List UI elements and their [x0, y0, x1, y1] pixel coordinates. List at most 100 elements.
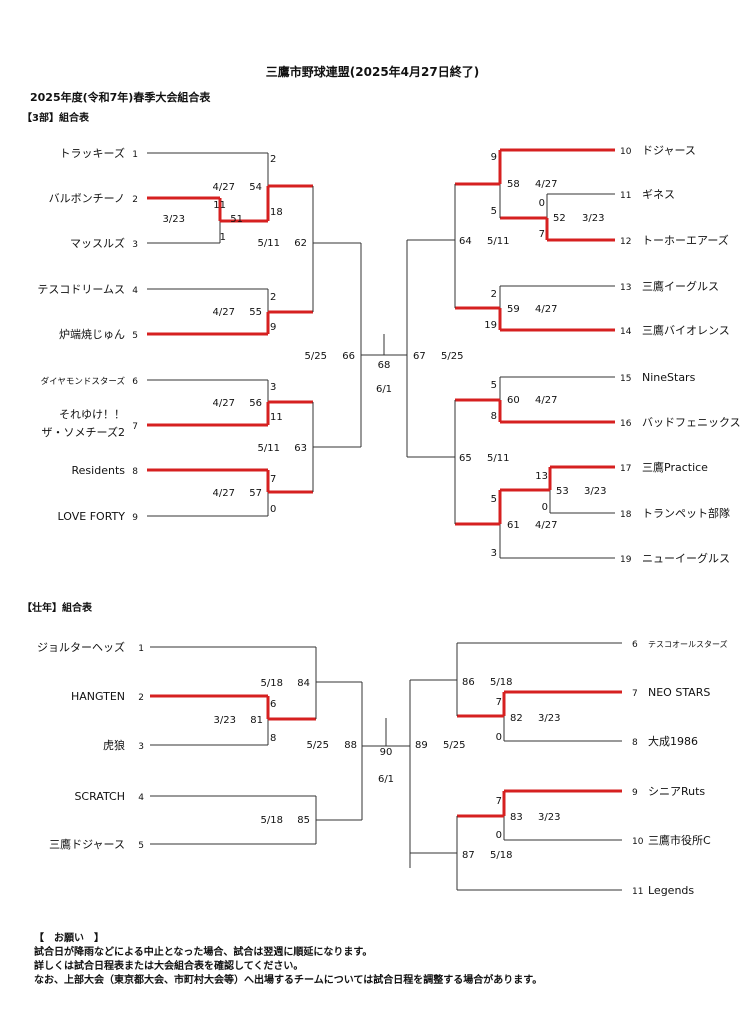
team-number: 15	[620, 374, 631, 384]
team-number: 16	[620, 419, 632, 429]
game-date: 5/18	[261, 815, 283, 826]
score: 11	[213, 200, 226, 211]
score: 2	[270, 292, 276, 303]
team-name: ドジャース	[642, 144, 696, 157]
team-number: 12	[620, 237, 631, 247]
game-number: 82	[510, 713, 523, 724]
section2-label: 【壮年】組合表	[22, 603, 92, 614]
team-number: 13	[620, 283, 631, 293]
game-number: 52	[553, 213, 566, 224]
game-number: 88	[344, 740, 357, 751]
page-subtitle: 2025年度(令和7年)春季大会組合表	[30, 91, 211, 104]
score: 1	[220, 232, 226, 243]
game-number: 66	[342, 351, 355, 362]
game-number: 84	[297, 678, 310, 689]
score: 9	[491, 152, 497, 163]
team-name: 炉端焼じゅん	[59, 328, 125, 341]
game-date: 3/23	[584, 486, 606, 497]
team-number: 8	[632, 738, 638, 748]
game-number: 87	[462, 850, 475, 861]
team-name: テスコオールスターズ	[648, 639, 728, 649]
game-number: 64	[459, 236, 472, 247]
game-number: 89	[415, 740, 428, 751]
team-name: 三鷹Practice	[642, 460, 708, 474]
team-number: 9	[132, 513, 138, 523]
game-date: 5/18	[490, 677, 512, 688]
team-name: バッドフェニックス	[642, 416, 741, 429]
team-number: 2	[132, 195, 138, 205]
game-number: 54	[249, 182, 262, 193]
team-name: LOVE FORTY	[58, 510, 126, 523]
team-number: 6	[132, 377, 138, 387]
team-number: 14	[620, 327, 632, 337]
game-number: 63	[294, 443, 307, 454]
game-date: 5/11	[487, 453, 509, 464]
team-number: 2	[138, 693, 144, 703]
team-number: 18	[620, 510, 632, 520]
game-number: 56	[249, 398, 262, 409]
team-name: Legends	[648, 884, 694, 897]
score: 5	[491, 380, 497, 391]
score: 0	[496, 732, 502, 743]
team-number: 17	[620, 464, 631, 474]
game-number: 55	[249, 307, 262, 318]
team-number: 1	[132, 150, 138, 160]
score: 7	[539, 229, 545, 240]
game-date: 3/23	[538, 812, 560, 823]
score: 3	[270, 382, 276, 393]
score: 9	[270, 322, 276, 333]
game-number: 86	[462, 677, 475, 688]
game-date: 4/27	[535, 520, 557, 531]
score: 0	[539, 198, 545, 209]
game-number: 65	[459, 453, 472, 464]
score: 19	[484, 320, 497, 331]
team-number: 19	[620, 555, 632, 565]
team-number: 3	[132, 240, 138, 250]
team-name: HANGTEN	[71, 690, 125, 703]
team-number: 11	[632, 887, 643, 897]
team-name: ザ・ソメチーズ2	[42, 425, 125, 439]
game-date: 5/11	[258, 238, 280, 249]
team-name: トーホーエアーズ	[642, 233, 729, 247]
team-name: SCRATCH	[74, 790, 125, 803]
notes-heading: 【 お願い 】	[34, 933, 104, 944]
team-number: 10	[620, 147, 632, 157]
game-date: 3/23	[582, 213, 604, 224]
team-name: 虎狼	[103, 738, 125, 752]
game-date: 6/1	[378, 774, 394, 785]
team-name: ギネス	[642, 188, 675, 201]
game-date: 5/18	[261, 678, 283, 689]
game-number: 85	[297, 815, 310, 826]
team-name: マッスルズ	[70, 236, 125, 250]
team-number: 7	[132, 422, 138, 432]
team-number: 3	[138, 742, 144, 752]
score: 7	[270, 474, 276, 485]
game-number: 68	[378, 360, 391, 371]
game-date: 5/18	[490, 850, 512, 861]
game-date: 4/27	[213, 398, 235, 409]
game-date: 3/23	[214, 715, 236, 726]
game-date: 6/1	[376, 384, 392, 395]
game-date: 5/11	[487, 236, 509, 247]
score: 0	[270, 504, 276, 515]
game-date: 5/11	[258, 443, 280, 454]
score: 8	[270, 733, 276, 744]
game-date: 5/25	[305, 351, 327, 362]
score: 0	[496, 830, 502, 841]
game-date: 4/27	[535, 304, 557, 315]
team-name: シニアRuts	[648, 785, 705, 798]
score: 7	[496, 796, 502, 807]
score: 5	[491, 494, 497, 505]
game-date: 4/27	[535, 395, 557, 406]
score: 11	[270, 412, 283, 423]
score: 0	[542, 502, 548, 513]
game-date: 4/27	[213, 307, 235, 318]
game-number: 67	[413, 351, 426, 362]
notes: 【 お願い 】 試合日が降雨などによる中止となった場合、試合は翌週に順延になりま…	[34, 932, 542, 988]
game-number: 81	[250, 715, 263, 726]
game-number: 83	[510, 812, 523, 823]
score: 2	[491, 289, 497, 300]
team-number: 8	[132, 467, 138, 477]
team-name: NineStars	[642, 371, 696, 384]
team-name: バルボンチーノ	[49, 192, 125, 205]
